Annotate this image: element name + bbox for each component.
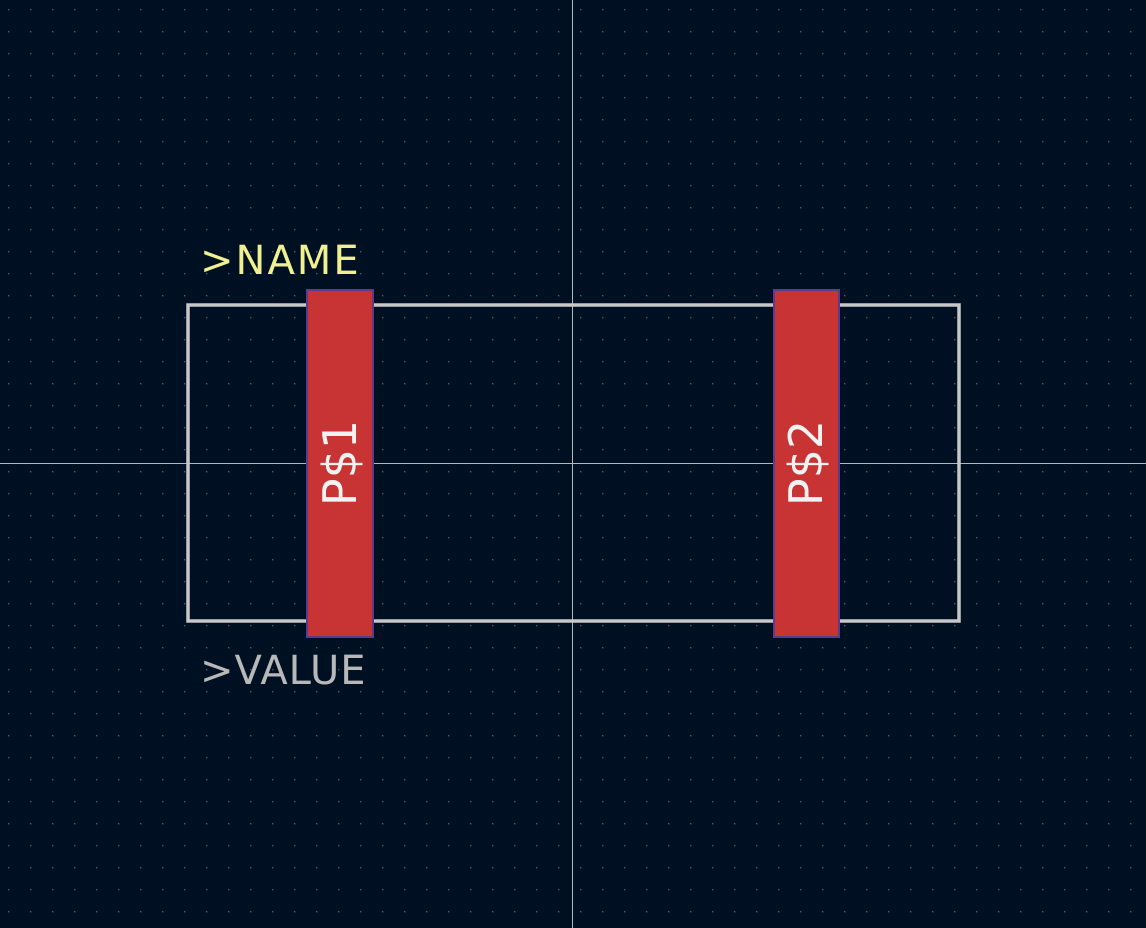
name-label[interactable]: >NAME bbox=[200, 238, 361, 284]
pad-1-label: P$1 bbox=[313, 420, 367, 506]
value-label[interactable]: >VALUE bbox=[200, 648, 367, 694]
pad-2[interactable]: P$2 bbox=[773, 289, 840, 638]
pad-1[interactable]: P$1 bbox=[306, 289, 374, 638]
pad-1-copper[interactable] bbox=[306, 289, 374, 638]
pad-2-copper[interactable] bbox=[773, 289, 840, 638]
pad-2-label: P$2 bbox=[779, 420, 833, 506]
body-outline[interactable] bbox=[186, 303, 961, 623]
